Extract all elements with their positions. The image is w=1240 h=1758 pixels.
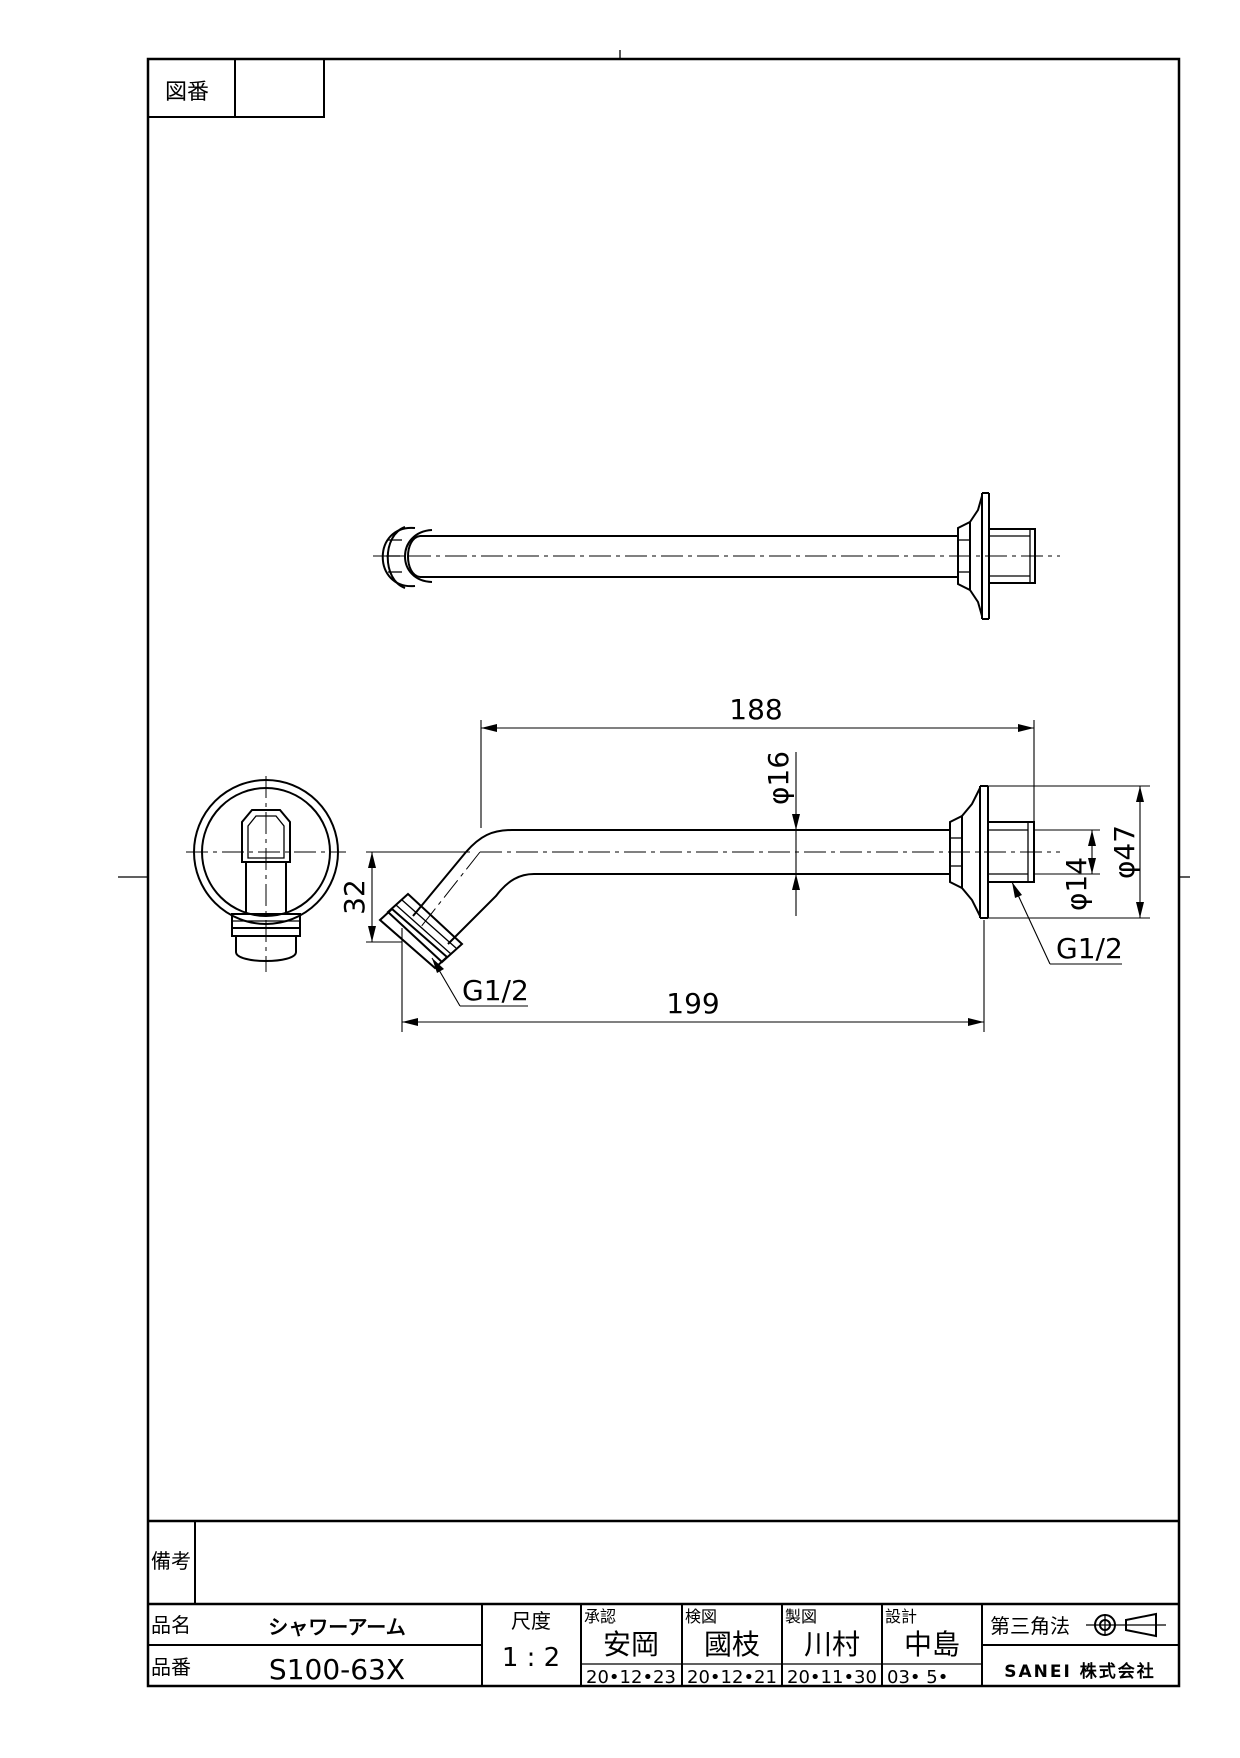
thread-label-left: G1/2 (462, 974, 529, 1007)
third-angle-projection-icon (1086, 1612, 1166, 1638)
approval-label: 承認 (584, 1607, 616, 1626)
design-name: 中島 (904, 1628, 960, 1661)
product-number: S100-63X (269, 1653, 405, 1686)
end-view (186, 776, 346, 972)
top-view (373, 492, 1060, 620)
product-name: シャワーアーム (268, 1615, 405, 1639)
projection-label: 第三角法 (990, 1614, 1070, 1638)
dim-thread-diameter: φ14 (1060, 857, 1093, 911)
check-name: 國枝 (704, 1628, 760, 1661)
drafting-label: 製図 (785, 1607, 817, 1626)
remarks-label: 備考 (151, 1549, 191, 1573)
dim-offset-32: 32 (338, 879, 371, 915)
check-label: 検図 (685, 1607, 717, 1626)
dim-length-188: 188 (729, 693, 782, 726)
dim-length-199: 199 (666, 987, 719, 1020)
drawing-frame (146, 57, 1181, 1688)
thread-label-right: G1/2 (1056, 932, 1123, 965)
title-block: 備考 品名 シャワーアーム 品番 S100-63X 尺度 1 : 2 承認 安岡… (148, 1519, 1179, 1688)
approval-date: 20•12•23 (586, 1667, 676, 1688)
scale-value: 1 : 2 (502, 1643, 560, 1673)
dim-pipe-diameter: φ16 (762, 751, 795, 805)
side-view (378, 785, 1060, 970)
approval-name: 安岡 (603, 1628, 659, 1661)
name-label: 品名 (151, 1613, 191, 1637)
drafting-date: 20•11•30 (787, 1667, 877, 1688)
company-name: SANEI 株式会社 (1004, 1661, 1155, 1682)
dimensions: 188 199 32 φ16 φ14 φ47 (338, 693, 1150, 1032)
drawing-number-label: 図番 (165, 80, 209, 105)
design-date: 03• 5• (887, 1667, 948, 1688)
dim-flange-diameter: φ47 (1108, 825, 1141, 879)
number-label: 品番 (151, 1655, 191, 1679)
drawing-number-box: 図番 (147, 58, 325, 118)
design-label: 設計 (885, 1607, 917, 1626)
check-date: 20•12•21 (687, 1667, 777, 1688)
scale-label: 尺度 (511, 1609, 551, 1633)
drafting-name: 川村 (804, 1628, 860, 1661)
